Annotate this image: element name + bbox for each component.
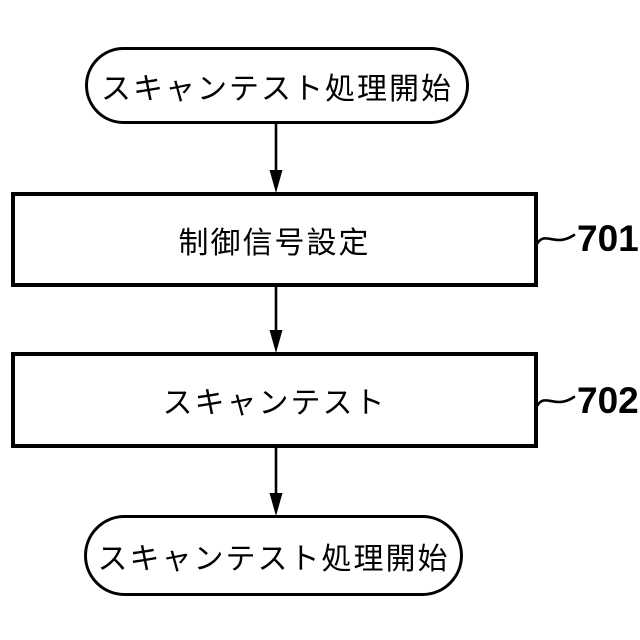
- reference-number: 702: [577, 380, 639, 421]
- flowchart-node-start: スキャンテスト処理開始: [85, 47, 469, 124]
- tilde-squiggle-icon: [536, 395, 576, 408]
- reference-label-701: 701: [536, 219, 639, 259]
- start-node-label: スキャンテスト処理開始: [101, 72, 453, 106]
- flow-arrow-down-1: [269, 123, 283, 193]
- process-node-label: 制御信号設定: [178, 226, 371, 260]
- flowchart-node-end: スキャンテスト処理開始: [84, 515, 463, 596]
- flowchart-node-scan-test: スキャンテスト: [11, 352, 538, 448]
- flow-arrow-down-3: [269, 448, 283, 516]
- process-node-label: スキャンテスト: [162, 387, 387, 420]
- flow-arrow-down-2: [269, 287, 283, 353]
- end-node-label: スキャンテスト処理開始: [97, 542, 450, 576]
- flowchart-node-control-signal-setting: 制御信号設定: [11, 192, 538, 287]
- reference-label-702: 702: [536, 381, 639, 421]
- tilde-squiggle-icon: [536, 233, 576, 246]
- reference-number: 701: [577, 218, 639, 259]
